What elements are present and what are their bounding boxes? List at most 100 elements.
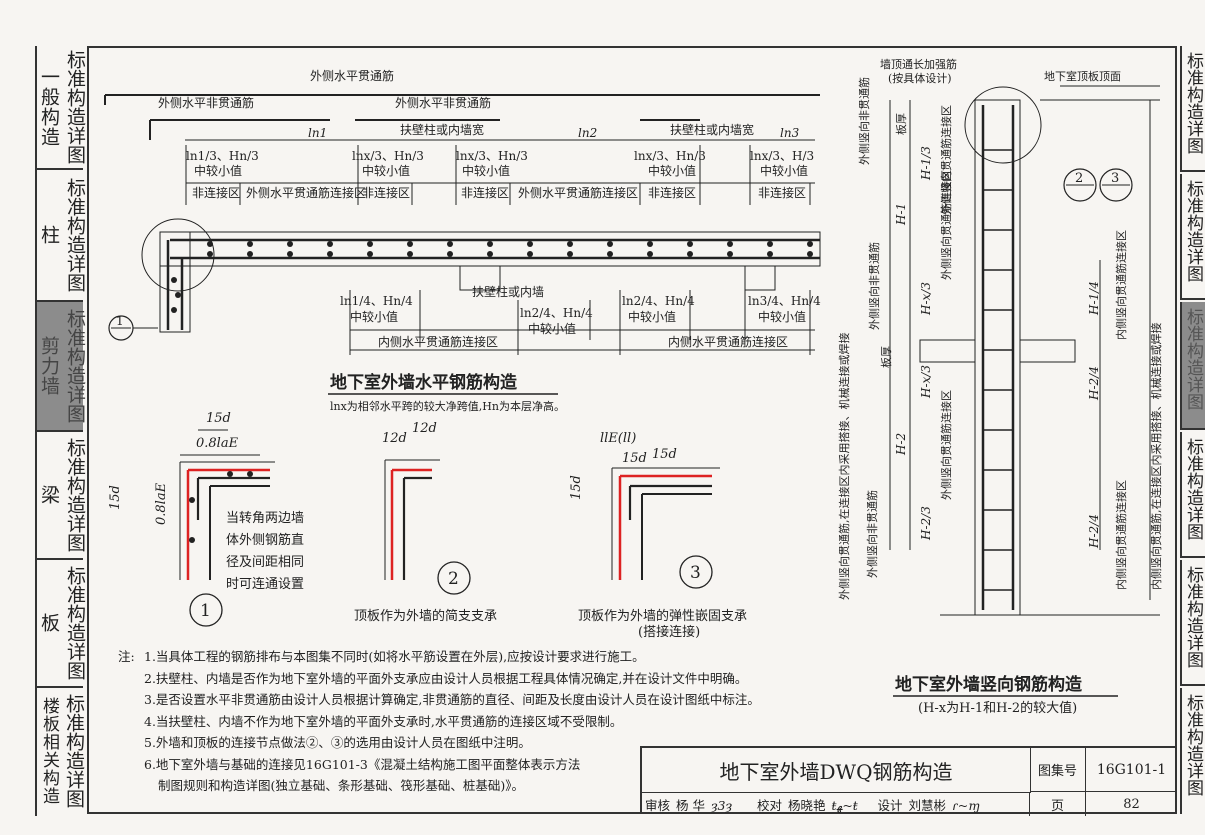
zone-smaller-f: 中较小值	[350, 309, 398, 324]
notes: 注: 1.当具体工程的钢筋排布与本图集不同时(如将水平筋设置在外层),应按设计要求…	[118, 646, 818, 797]
outer-long-note: 外侧竖向贯通筋,在连接区内采用搭接、机械连接或焊接	[837, 333, 851, 601]
outer-vert-non-1: 外侧竖向非贯通筋	[857, 77, 871, 165]
horizontal-subtitle: lnx为相邻水平跨的较大净跨值,Hn为本层净高。	[330, 399, 565, 413]
dim-ln1: ln1	[308, 126, 327, 140]
tab-general[interactable]: 一般构造 标准构造详图	[37, 46, 86, 170]
vertical-subtitle: (H-x为H-1和H-2的较大值)	[918, 700, 1077, 716]
page-number: 82	[1123, 796, 1140, 812]
section-marker-1-num: 1	[116, 314, 124, 328]
drawing-frame	[87, 46, 1177, 814]
right-tab-3[interactable]: 标准构造详图	[1180, 302, 1205, 430]
d2-12d-a: 12d	[382, 431, 407, 446]
tab-beam-prefix: 梁	[38, 485, 60, 505]
zone-ln1-4: ln1/4、Hn/4	[340, 294, 413, 308]
note-6: 6.地下室外墙与基础的连接见16G101-3《混凝土结构施工图平面整体表示方法	[144, 756, 581, 772]
right-tab-1[interactable]: 标准构造详图	[1180, 46, 1205, 172]
zone-nonconn-c: 非连接区	[461, 185, 509, 200]
right-tab-2[interactable]: 标准构造详图	[1180, 174, 1205, 300]
dim-ln3: ln3	[780, 126, 800, 140]
zone-nonconn-e: 非连接区	[758, 185, 806, 200]
callout-3: 3	[1111, 171, 1119, 186]
d3-15d-b: 15d	[652, 447, 677, 462]
note-2: 2.扶壁柱、内墙是否作为地下室外墙的平面外支承应由设计人员根据工程具体情况确定,…	[144, 670, 748, 686]
d1-note-2: 体外侧钢筋直	[226, 532, 304, 548]
tab-slab-related-label: 标准构造详图	[63, 694, 85, 808]
note-5: 5.外墙和顶板的连接节点做法②、③的选用由设计人员在图纸中注明。	[144, 735, 531, 750]
notes-lead: 注:	[118, 649, 135, 664]
h2-4b: H-2/4	[1087, 514, 1101, 549]
zone-lnx3-a: ln1/3、Hn/3	[186, 149, 259, 163]
pilaster-width-1: 扶壁柱或内墙宽	[400, 122, 484, 137]
vertical-rebar-detail: 墙顶通长加强筋 (按具体设计) 地下室顶板顶面	[837, 57, 1163, 716]
d3-lle: llE(ll)	[600, 431, 636, 446]
signature-row: 审核 杨 华 ȝ3ȝ 校对 杨晓艳 ŧﻬ~ŧ 设计 刘慧彬 ɾ~ɱ	[642, 792, 1030, 816]
checker-signature: ŧﻬ~ŧ	[831, 798, 858, 813]
non-through-label-2: 外侧水平非贯通筋	[395, 95, 491, 110]
zone-smaller-c: 中较小值	[462, 163, 510, 178]
zone-lnx3-b: lnx/3、Hn/3	[352, 149, 424, 163]
tab-column-label: 标准构造详图	[64, 178, 86, 292]
d1-08lae: 0.8laE	[196, 436, 239, 451]
zone-smaller-b: 中较小值	[362, 163, 410, 178]
zone-ln2-4b: ln2/4、Hn/4	[622, 294, 695, 308]
outer-conn-3: 外侧竖向贯通筋连接区	[939, 390, 953, 500]
tab-shear-wall[interactable]: 剪力墙 标准构造详图	[37, 302, 86, 432]
reviewer-signature: ȝ3ȝ	[711, 798, 732, 813]
d1-note-4: 时可连通设置	[226, 576, 304, 592]
inner-long-note: 内侧竖向贯通筋,在连接区内采用搭接、机械连接或焊接	[1149, 323, 1163, 591]
detail-1-number: 1	[200, 601, 211, 621]
detail-2-caption: 顶板作为外墙的简支支承	[354, 608, 497, 624]
tab-beam[interactable]: 梁 标准构造详图	[37, 432, 86, 560]
outer-vert-non-3: 外侧竖向非贯通筋	[865, 490, 879, 578]
page-label: 页	[1030, 792, 1086, 816]
hx3a: H-x/3	[919, 282, 933, 316]
top-bar-label-2: (按具体设计)	[888, 71, 952, 85]
zone-lnx3-d: lnx/3、Hn/3	[634, 149, 706, 163]
h1-4: H-1/4	[1087, 281, 1101, 316]
pilaster-inner-label: 扶壁柱或内墙	[472, 284, 544, 299]
note-4: 4.当扶壁柱、内墙不作为地下室外墙的平面外支承时,水平贯通筋的连接区域不受限制。	[144, 713, 623, 729]
d1-note-1: 当转角两边墙	[226, 511, 304, 526]
d3-side-15d: 15d	[569, 475, 584, 500]
designer-signature: ɾ~ɱ	[952, 798, 981, 813]
right-tab-4[interactable]: 标准构造详图	[1180, 432, 1205, 558]
tab-slab[interactable]: 板 标准构造详图	[37, 560, 86, 688]
tab-general-label: 标准构造详图	[64, 50, 86, 164]
tab-beam-label: 标准构造详图	[64, 438, 86, 552]
tab-slab-related[interactable]: 楼板相关构造 标准构造详图	[37, 688, 85, 814]
zone-nonconn-d: 非连接区	[648, 185, 696, 200]
zone-smaller-d: 中较小值	[648, 163, 696, 178]
tab-shear-wall-prefix: 剪力墙	[38, 336, 60, 396]
plate-thickness-1: 板厚	[894, 113, 908, 135]
horizontal-title: 地下室外墙水平钢筋构造	[330, 372, 518, 393]
right-tab-6[interactable]: 标准构造详图	[1180, 688, 1205, 814]
h2-4a: H-2/4	[1087, 366, 1101, 401]
detail-3-caption-2: (搭接连接)	[638, 624, 700, 640]
zone-lnx3-c: lnx/3、Hn/3	[456, 149, 528, 163]
zone-nonconn-b: 非连接区	[362, 185, 410, 200]
zone-outer-conn-b: 外侧水平贯通筋连接区	[518, 185, 638, 200]
tab-shear-wall-label: 标准构造详图	[64, 309, 86, 423]
detail-2-number: 2	[448, 569, 459, 589]
detail-3-number: 3	[690, 563, 701, 583]
tab-general-prefix: 一般构造	[38, 67, 60, 147]
zone-lnx3-e: lnx/3、H/3	[750, 149, 814, 163]
title-block: 地下室外墙DWQ钢筋构造 图集号 16G101-1 审核 杨 华 ȝ3ȝ 校对 …	[640, 746, 1177, 816]
tab-column[interactable]: 柱 标准构造详图	[37, 170, 86, 302]
d1-side-08: 0.8laE	[154, 482, 169, 525]
detail-3: llE(ll) 15d 15d 15d 3 顶板作为外墙的弹性嵌固支承 (搭接连…	[569, 431, 747, 640]
inner-conn-2: 内侧竖向贯通筋连接区	[1114, 480, 1128, 590]
note-1: 1.当具体工程的钢筋排布与本图集不同时(如将水平筋设置在外层),应按设计要求进行…	[144, 649, 645, 664]
callout-2: 2	[1075, 171, 1083, 186]
detail-2: 12d 12d 2 顶板作为外墙的简支支承	[354, 421, 497, 624]
right-tab-5[interactable]: 标准构造详图	[1180, 560, 1205, 686]
check-label: 校对	[757, 797, 783, 813]
zone-smaller-g: 中较小值	[528, 321, 576, 336]
inner-conn-a: 内侧水平贯通筋连接区	[378, 334, 498, 349]
zone-smaller-h: 中较小值	[628, 309, 676, 324]
roof-face-label: 地下室顶板顶面	[1044, 69, 1121, 83]
detail-1: 15d 0.8laE 15d 0.8laE 当转角两边墙 体外侧钢筋直 径及间距…	[108, 411, 304, 627]
zone-nonconn-a: 非连接区	[192, 185, 240, 200]
